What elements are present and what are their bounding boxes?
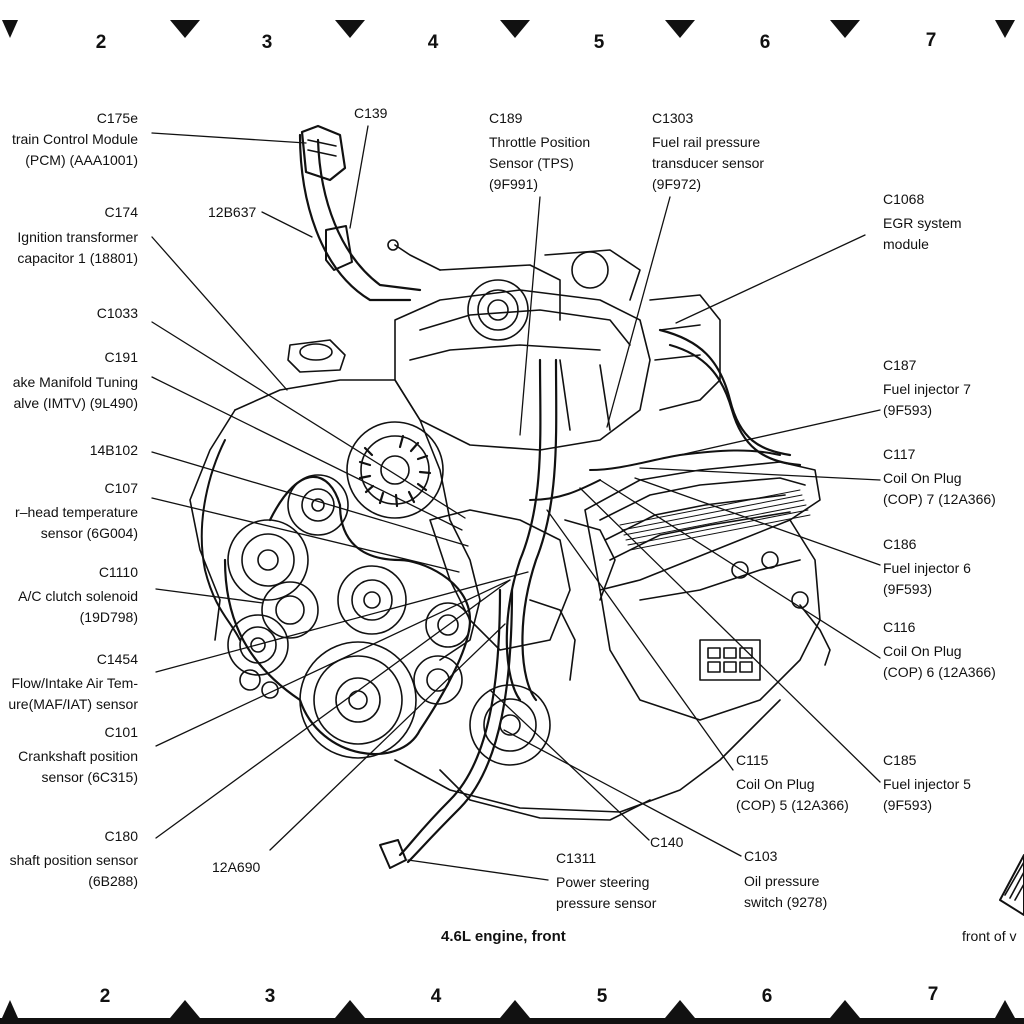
- callout-c175e-code: C175e: [96, 110, 138, 126]
- front-arrow-icon: [999, 854, 1024, 916]
- zone-number: 7: [927, 984, 939, 1005]
- callout-c117-code: C117: [883, 446, 916, 462]
- callout-c185-desc: Fuel injector 5 (9F593): [883, 776, 971, 813]
- zone-number: 5: [596, 986, 608, 1007]
- zone-number: 4: [430, 986, 442, 1007]
- callout-c1303-code: C1303: [652, 110, 694, 126]
- callout-c107-desc: r–head temperature sensor (6G004): [15, 504, 138, 541]
- callout-c174-code: C174: [104, 204, 138, 220]
- front-of-vehicle-label: front of v: [962, 928, 1017, 944]
- callout-c115-desc: Coil On Plug (COP) 5 (12A366): [736, 776, 849, 813]
- callout-c117-desc: Coil On Plug (COP) 7 (12A366): [883, 470, 996, 507]
- callout-c189-code: C189: [489, 110, 523, 126]
- callout-c103-desc: Oil pressure switch (9278): [744, 873, 828, 910]
- callout-c1068-code: C1068: [883, 191, 925, 207]
- zone-number: 5: [593, 32, 605, 53]
- callout-c1068-desc: EGR system module: [883, 215, 962, 252]
- callout-c189-desc: Throttle Position Sensor (TPS) (9F991): [489, 134, 591, 192]
- callout-c186-code: C186: [883, 536, 917, 552]
- callout-c101-code: C101: [104, 724, 138, 740]
- callout-c191-desc: ake Manifold Tuning alve (IMTV) (9L490): [12, 374, 138, 411]
- bottom-border-markers: [2, 1000, 1015, 1018]
- callout-c1311-desc: Power steering pressure sensor: [556, 874, 657, 911]
- leader-lines: [151, 125, 881, 881]
- engine-block: [189, 124, 831, 869]
- callout-c180-desc: shaft position sensor (6B288): [9, 852, 138, 889]
- callout-c115-code: C115: [736, 752, 769, 768]
- callout-c1454-code: C1454: [96, 651, 138, 667]
- callout-12b637-code: 12B637: [208, 204, 257, 220]
- callout-14b102-code: 14B102: [89, 442, 138, 458]
- callout-c1454-desc: Flow/Intake Air Tem- ure(MAF/IAT) sensor: [8, 675, 138, 712]
- callout-c1110-code: C1110: [98, 564, 138, 580]
- callout-c116-code: C116: [883, 619, 916, 635]
- callout-c139-code: C139: [354, 105, 388, 121]
- callout-c107-code: C107: [104, 480, 138, 496]
- zone-number: 6: [761, 986, 773, 1007]
- callout-c187-desc: Fuel injector 7 (9F593): [883, 381, 971, 418]
- zone-number: 3: [264, 986, 276, 1007]
- zone-number: 6: [759, 32, 771, 53]
- callout-c187-code: C187: [883, 357, 917, 373]
- zone-number: 2: [95, 32, 107, 53]
- callout-c180-code: C180: [104, 828, 138, 844]
- callout-12a690-code: 12A690: [212, 859, 261, 875]
- callout-c140-code: C140: [650, 834, 684, 850]
- callout-c186-desc: Fuel injector 6 (9F593): [883, 560, 971, 597]
- callout-c1033-code: C1033: [96, 305, 138, 321]
- zone-number: 3: [261, 32, 273, 53]
- top-border-markers: [2, 20, 1015, 38]
- callout-c1311-code: C1311: [556, 850, 597, 866]
- callout-c101-desc: Crankshaft position sensor (6C315): [18, 748, 138, 785]
- callout-c1110-desc: A/C clutch solenoid (19D798): [18, 588, 138, 625]
- callout-c175e-desc: train Control Module (PCM) (AAA1001): [11, 131, 138, 168]
- zone-number: 7: [925, 30, 937, 51]
- callout-c116-desc: Coil On Plug (COP) 6 (12A366): [883, 643, 996, 680]
- callout-c185-code: C185: [883, 752, 917, 768]
- callout-c1303-desc: Fuel rail pressure transducer sensor (9F…: [652, 134, 765, 192]
- callout-c103-code: C103: [744, 848, 778, 864]
- zone-number: 2: [99, 986, 111, 1007]
- diagram-caption: 4.6L engine, front: [441, 928, 566, 945]
- callout-c174-desc: Ignition transformer capacitor 1 (18801): [17, 229, 138, 266]
- zone-number: 4: [427, 32, 439, 53]
- callout-c191-code: C191: [104, 349, 138, 365]
